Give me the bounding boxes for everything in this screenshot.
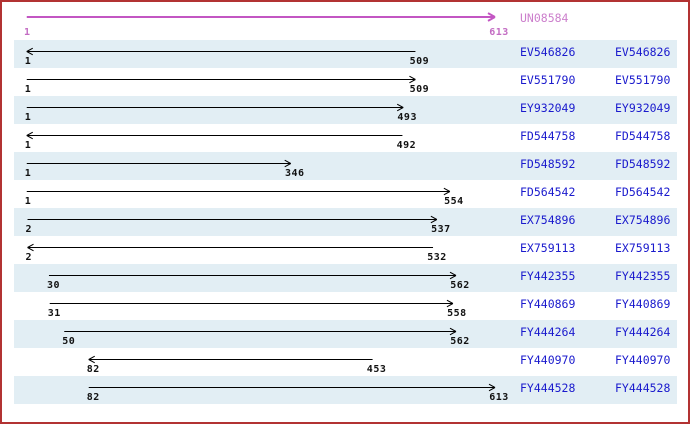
read-end-coord: 562	[450, 280, 470, 291]
read-arrow-right-icon	[26, 75, 416, 84]
row-stripe-band	[14, 320, 677, 348]
accession-link[interactable]: FY440970	[520, 353, 576, 367]
read-start-coord: 2	[25, 252, 33, 263]
read-end-coord: 562	[450, 336, 470, 347]
accession-link-secondary[interactable]: EV551790	[615, 73, 671, 87]
read-start-coord: 1	[24, 56, 32, 67]
row-stripe-band	[14, 152, 677, 180]
accession-link[interactable]: FY444528	[520, 381, 576, 395]
accession-link-secondary[interactable]: EV546826	[615, 45, 671, 59]
consensus-label: UN08584	[520, 11, 569, 25]
read-arrow-left-icon	[26, 47, 416, 56]
read-arrow-left-icon	[27, 243, 434, 252]
read-arrow-right-icon	[26, 103, 404, 112]
read-start-coord: 30	[46, 280, 60, 291]
read-start-coord: 50	[62, 336, 76, 347]
row-stripe-band	[14, 376, 677, 404]
read-arrow-right-icon	[49, 299, 454, 308]
alignment-row: 31 558 FY440869 FY440869	[2, 292, 688, 320]
accession-link-secondary[interactable]: FY440970	[615, 353, 671, 367]
row-stripe-band	[14, 208, 677, 236]
alignment-row: 82 453 FY440970 FY440970	[2, 348, 688, 376]
read-end-coord: 532	[427, 252, 447, 263]
read-start-coord: 1	[24, 84, 32, 95]
consensus-track: UN08584 1 613	[2, 2, 688, 40]
accession-link[interactable]: EX759113	[520, 241, 576, 255]
accession-link[interactable]: FY440869	[520, 297, 576, 311]
accession-link-secondary[interactable]: EX759113	[615, 241, 671, 255]
accession-link[interactable]: EY932049	[520, 101, 576, 115]
accession-link-secondary[interactable]: FY442355	[615, 269, 671, 283]
read-end-coord: 346	[284, 168, 305, 179]
read-start-coord: 82	[86, 364, 100, 375]
accession-link-secondary[interactable]: FD544758	[615, 129, 671, 143]
consensus-start-coord: 1	[24, 27, 31, 38]
accession-link-secondary[interactable]: FD564542	[615, 185, 671, 199]
consensus-end-coord: 613	[489, 27, 509, 38]
read-arrow-right-icon	[26, 187, 451, 196]
accession-link-secondary[interactable]: EX754896	[615, 213, 671, 227]
row-stripe-band	[14, 40, 677, 68]
accession-link[interactable]: FD564542	[520, 185, 576, 199]
accession-link[interactable]: FY442355	[520, 269, 576, 283]
accession-link[interactable]: FD544758	[520, 129, 576, 143]
alignment-row: 1 346 FD548592 FD548592	[2, 152, 688, 180]
read-start-coord: 1	[24, 140, 32, 151]
read-start-coord: 1	[24, 112, 32, 123]
read-end-coord: 492	[396, 140, 417, 151]
read-end-coord: 554	[444, 196, 464, 207]
row-stripe-band	[14, 96, 677, 124]
read-arrow-left-icon	[26, 131, 403, 140]
accession-link-secondary[interactable]: FY440869	[615, 297, 671, 311]
row-stripe-band	[14, 264, 677, 292]
accession-link[interactable]: EV551790	[520, 73, 576, 87]
alignment-row: 1 509 EV551790 EV551790	[2, 68, 688, 96]
read-end-coord: 537	[431, 224, 451, 235]
alignment-row: 1 493 EY932049 EY932049	[2, 96, 688, 124]
read-start-coord: 82	[86, 392, 100, 403]
accession-link-secondary[interactable]: EY932049	[615, 101, 671, 115]
read-arrow-right-icon	[26, 159, 291, 168]
read-start-coord: 31	[47, 308, 61, 319]
read-arrow-right-icon	[88, 383, 496, 392]
read-start-coord: 1	[24, 168, 32, 179]
read-arrow-left-icon	[88, 355, 373, 364]
alignment-row: 1 492 FD544758 FD544758	[2, 124, 688, 152]
read-arrow-right-icon	[27, 215, 438, 224]
read-start-coord: 1	[24, 196, 32, 207]
read-end-coord: 453	[366, 364, 387, 375]
read-end-coord: 613	[489, 392, 509, 403]
accession-link-secondary[interactable]: FY444528	[615, 381, 671, 395]
accession-link-secondary[interactable]: FY444264	[615, 325, 671, 339]
read-arrow-right-icon	[48, 271, 457, 280]
accession-link[interactable]: EV546826	[520, 45, 576, 59]
accession-link[interactable]: FD548592	[520, 157, 576, 171]
alignment-row: 2 537 EX754896 EX754896	[2, 208, 688, 236]
alignment-row: 50 562 FY444264 FY444264	[2, 320, 688, 348]
read-end-coord: 493	[397, 112, 417, 123]
consensus-arrow-right-icon	[26, 12, 496, 22]
read-end-coord: 509	[409, 84, 430, 95]
read-end-coord: 558	[447, 308, 467, 319]
alignment-row: 1 554 FD564542 FD564542	[2, 180, 688, 208]
accession-link[interactable]: FY444264	[520, 325, 576, 339]
accession-link[interactable]: EX754896	[520, 213, 576, 227]
accession-link-secondary[interactable]: FD548592	[615, 157, 671, 171]
alignment-row: 30 562 FY442355 FY442355	[2, 264, 688, 292]
read-arrow-right-icon	[64, 327, 457, 336]
alignment-row: 2 532 EX759113 EX759113	[2, 236, 688, 264]
alignment-row: 1 509 EV546826 EV546826	[2, 40, 688, 68]
alignment-row: 82 613 FY444528 FY444528	[2, 376, 688, 404]
read-start-coord: 2	[25, 224, 33, 235]
read-end-coord: 509	[409, 56, 430, 67]
